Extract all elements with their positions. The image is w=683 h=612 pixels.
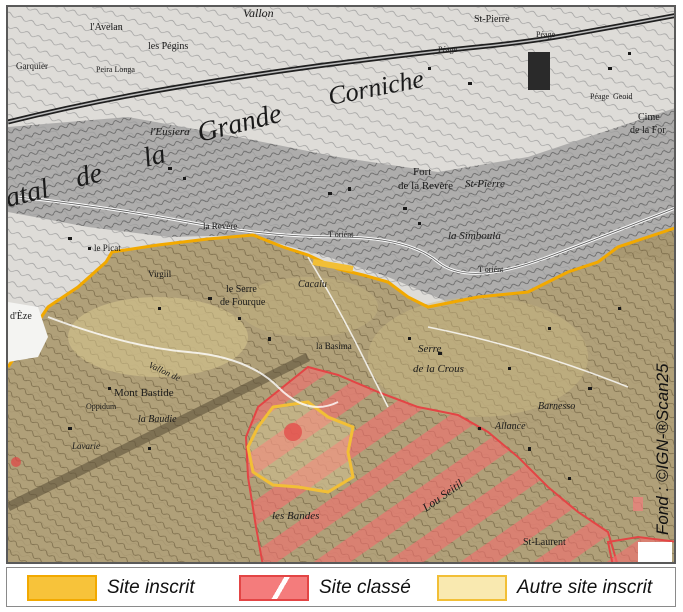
topographic-map[interactable]: Vallon l'Avelan les Pégins Garquier Peir…: [8, 7, 676, 564]
place-label: Cacalu: [298, 279, 327, 290]
secondary-road: [427, 326, 629, 388]
autre-site-inscrit-area[interactable]: [246, 400, 355, 494]
place-label: Fort: [413, 166, 431, 178]
legend-label: Site classé: [319, 577, 411, 598]
place-label: l'Eusiera: [150, 126, 190, 138]
place-label: Péage: [536, 30, 556, 39]
legend-item-site-inscrit: Site inscrit: [27, 574, 195, 602]
secondary-road: [47, 316, 339, 408]
place-label: T oriént: [478, 265, 504, 274]
place-label: Garquier: [16, 61, 48, 71]
highway-center: [8, 14, 674, 123]
legend-label: Autre site inscrit: [517, 577, 653, 598]
place-label: de la Revère: [398, 180, 453, 192]
place-label: les Pégins: [148, 41, 188, 52]
map-frame[interactable]: Vallon l'Avelan les Pégins Garquier Peir…: [6, 5, 676, 564]
place-label: Péage: [438, 45, 458, 54]
place-label: Vallon: [243, 7, 274, 20]
legend-item-site-classe: Site classé: [239, 574, 411, 602]
place-label: les Bandes: [272, 510, 319, 522]
place-label: la Baudie: [138, 414, 177, 425]
place-label: Virgiil: [148, 269, 172, 279]
place-label: de la Crous: [413, 363, 464, 375]
place-label: le Picat: [94, 243, 121, 253]
place-label: de Fourque: [220, 297, 266, 308]
terrace-patch: [368, 297, 588, 417]
place-label: Peira Longa: [96, 65, 135, 74]
place-label: le Serre: [226, 284, 257, 295]
place-labels: Vallon l'Avelan les Pégins Garquier Peir…: [8, 7, 666, 548]
small-site-marker: [11, 457, 21, 467]
place-label: Oppidum: [86, 402, 117, 411]
place-label: d'Èze: [10, 310, 32, 322]
relief-contours: [8, 108, 674, 302]
terrace-patch: [68, 297, 248, 377]
place-label: la Simboula: [448, 230, 501, 242]
built-area: [638, 542, 672, 562]
place-label: l'Avelan: [90, 22, 123, 33]
secondary-road: [307, 256, 389, 408]
place-label: Péage: [590, 92, 610, 101]
toll-plaza: [528, 52, 550, 90]
ravine: [8, 352, 311, 512]
place-label: T oriént: [328, 230, 354, 239]
road-segment-highlight: [312, 259, 354, 272]
place-label: St-Laurent: [523, 537, 566, 548]
place-label: St-Pierre: [465, 178, 505, 190]
place-label: de la For: [630, 125, 666, 136]
small-site-marker: [633, 497, 643, 511]
corniche-road-edge: [17, 196, 674, 274]
place-label: la Revère: [203, 221, 237, 231]
place-label: Allance: [494, 421, 526, 432]
legend-label: Site inscrit: [107, 577, 195, 598]
site-classe-area[interactable]: [244, 365, 618, 564]
place-label: Geoid: [613, 92, 633, 101]
place-label: Cime: [638, 112, 660, 123]
swatch-site-inscrit: [27, 575, 97, 601]
place-label: Mont Bastide: [114, 387, 174, 399]
map-credit: Fond : ©IGN-®Scan25: [653, 363, 672, 535]
map-legend: Site inscrit Site classé Autre site insc…: [6, 567, 676, 607]
place-label: Barnesso: [538, 401, 575, 412]
buildings: [68, 52, 631, 480]
place-label: Lavarie: [71, 441, 100, 451]
village-patch: [8, 302, 48, 362]
swatch-site-classe: [239, 575, 309, 601]
legend-item-autre-site-inscrit: Autre site inscrit: [437, 574, 652, 602]
place-label: la Basima: [316, 341, 352, 351]
place-label: Serre: [418, 343, 442, 355]
small-site-marker: [284, 423, 302, 441]
terrace-patch: [238, 277, 378, 337]
place-label: St-Pierre: [474, 14, 510, 25]
swatch-autre-site-inscrit: [437, 575, 507, 601]
